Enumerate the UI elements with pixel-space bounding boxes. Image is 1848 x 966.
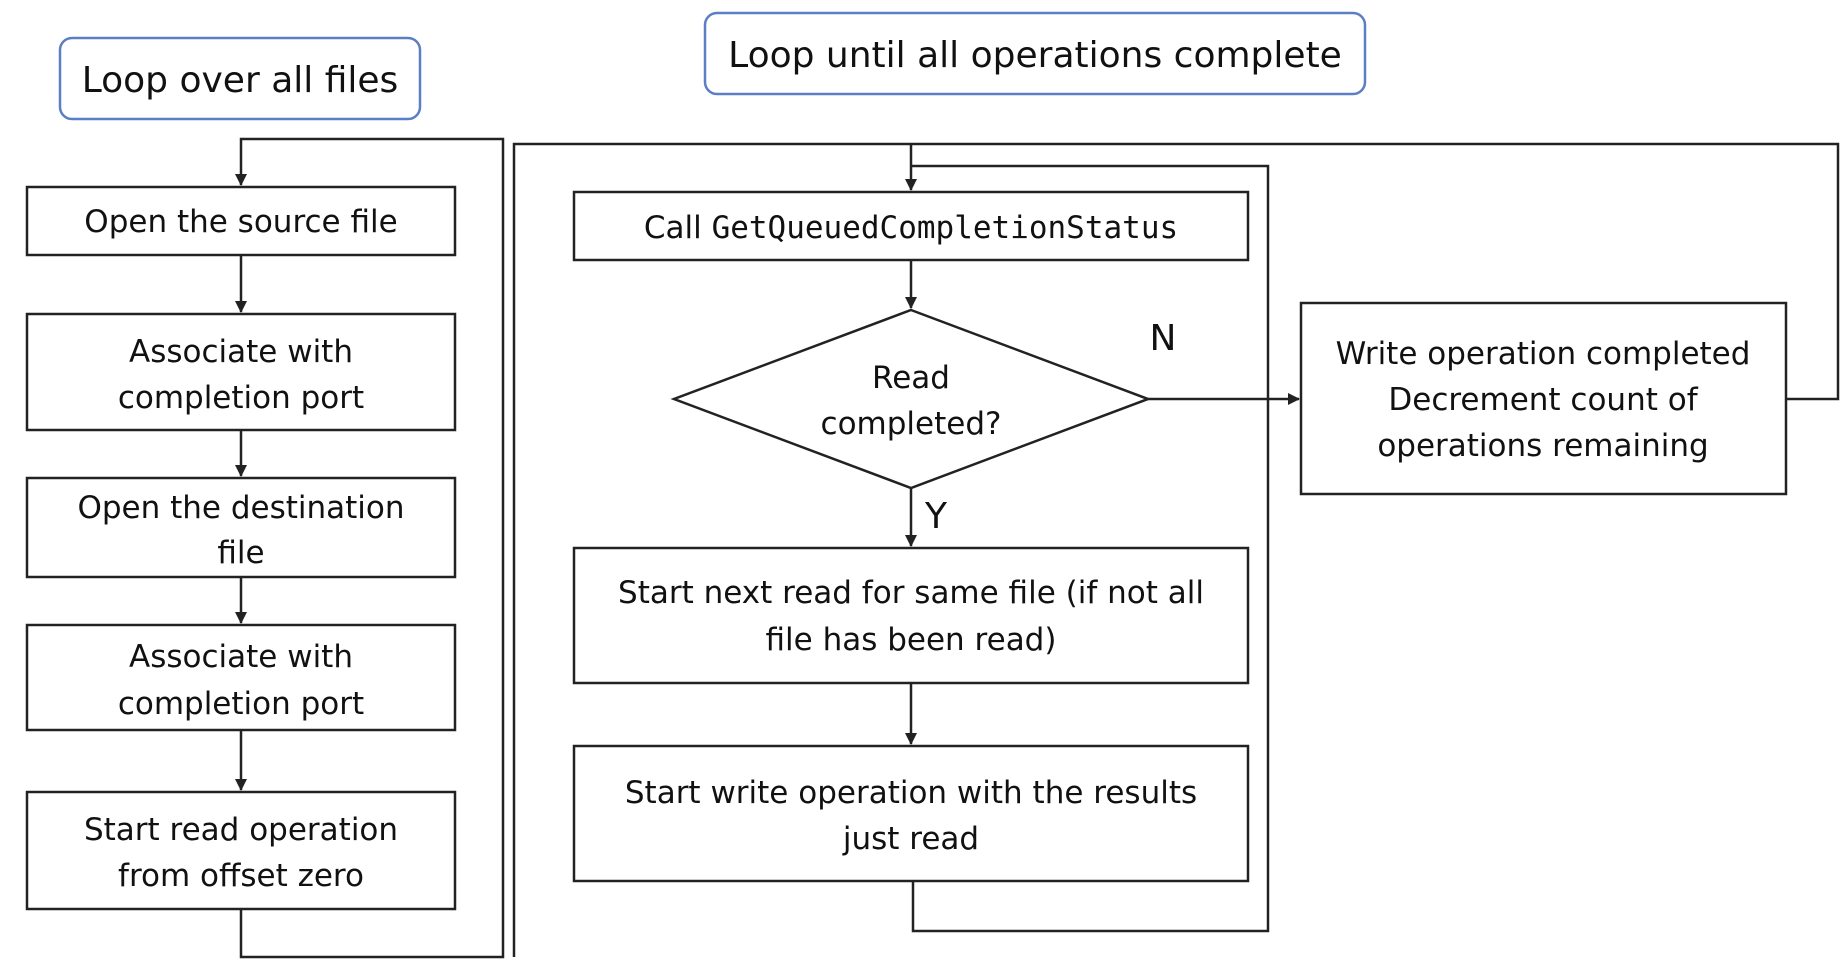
outer-loop-return-line [235, 137, 505, 959]
read-completed-decision: Read completed? [670, 308, 1152, 490]
associate-source-port-line2: completion port [118, 380, 364, 416]
outer-loop-header-label: Loop over all files [82, 60, 399, 101]
call-prefix: Call [644, 210, 712, 246]
branch-label-yes: Y [924, 496, 948, 537]
associate-destination-port-line2: completion port [118, 686, 364, 722]
open-destination-file-line1: Open the destination [77, 490, 404, 526]
associate-source-port-box: Associate with completion port [25, 312, 457, 432]
open-destination-file-line2: file [217, 535, 264, 571]
start-read-operation-line2: from offset zero [118, 858, 364, 894]
inner-loop-return-line [911, 164, 1270, 933]
start-write-operation-line2: just read [842, 821, 979, 857]
associate-source-port-line1: Associate with [129, 334, 353, 370]
inner-loop-header: Loop until all operations complete [703, 11, 1367, 96]
associate-destination-port-line1: Associate with [129, 639, 353, 675]
start-write-operation-box: Start write operation with the results j… [572, 744, 1250, 883]
connector-to-inner-loop [512, 142, 1840, 957]
write-completed-line1: Write operation completed [1336, 336, 1751, 372]
start-read-operation-box: Start read operation from offset zero [25, 790, 457, 911]
start-write-operation-line1: Start write operation with the results [625, 775, 1197, 811]
open-source-file-label: Open the source file [84, 204, 397, 240]
write-completed-line2: Decrement count of [1388, 382, 1698, 418]
inner-loop-header-label: Loop until all operations complete [728, 35, 1342, 76]
write-completed-box: Write operation completed Decrement coun… [1299, 301, 1788, 496]
read-completed-line2: completed? [821, 406, 1002, 442]
write-completed-line3: operations remaining [1377, 428, 1708, 464]
start-next-read-box: Start next read for same file (if not al… [572, 546, 1250, 685]
open-source-file-box: Open the source file [25, 185, 457, 257]
start-next-read-line1: Start next read for same file (if not al… [618, 575, 1204, 611]
start-next-read-line2: file has been read) [766, 622, 1057, 658]
associate-destination-port-box: Associate with completion port [25, 623, 457, 732]
branch-label-no: N [1150, 318, 1177, 359]
open-destination-file-box: Open the destination file [25, 476, 457, 579]
outer-loop-header: Loop over all files [58, 36, 422, 121]
get-queued-completion-status-box: Call GetQueuedCompletionStatus [572, 190, 1250, 262]
call-function-name: GetQueuedCompletionStatus [712, 210, 1179, 246]
start-read-operation-line1: Start read operation [84, 812, 398, 848]
get-queued-completion-status-label: Call GetQueuedCompletionStatus [644, 210, 1178, 246]
read-completed-line1: Read [872, 360, 950, 396]
